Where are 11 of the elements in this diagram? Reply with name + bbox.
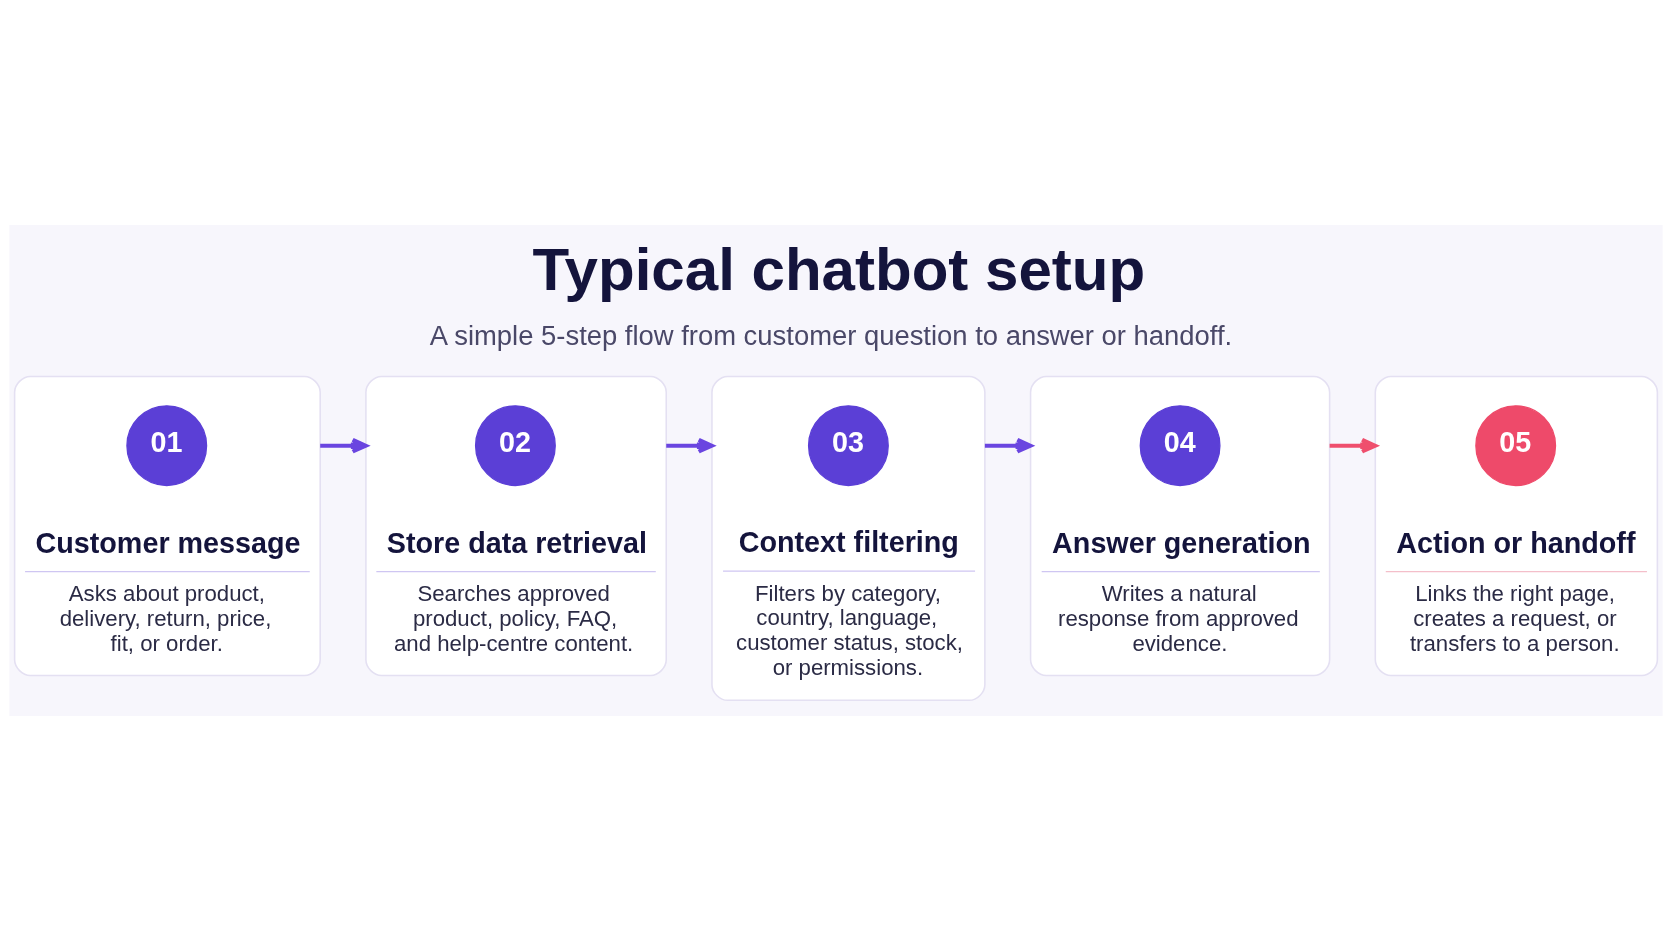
arrow [984,437,1033,454]
arrow [1329,437,1378,454]
arrow [666,437,714,454]
node-circle: 03 [807,405,889,487]
caption: A simple 5-step flow from customer question to answer or handoff. [429,319,1233,351]
node-circle: 05 [1475,405,1557,487]
arrow [320,437,368,454]
node-circle: 04 [1139,405,1221,487]
node-circle: 02 [474,405,556,487]
diagram-title: Typical chatbot setup [532,236,1146,304]
node-circle: 01 [126,405,208,487]
